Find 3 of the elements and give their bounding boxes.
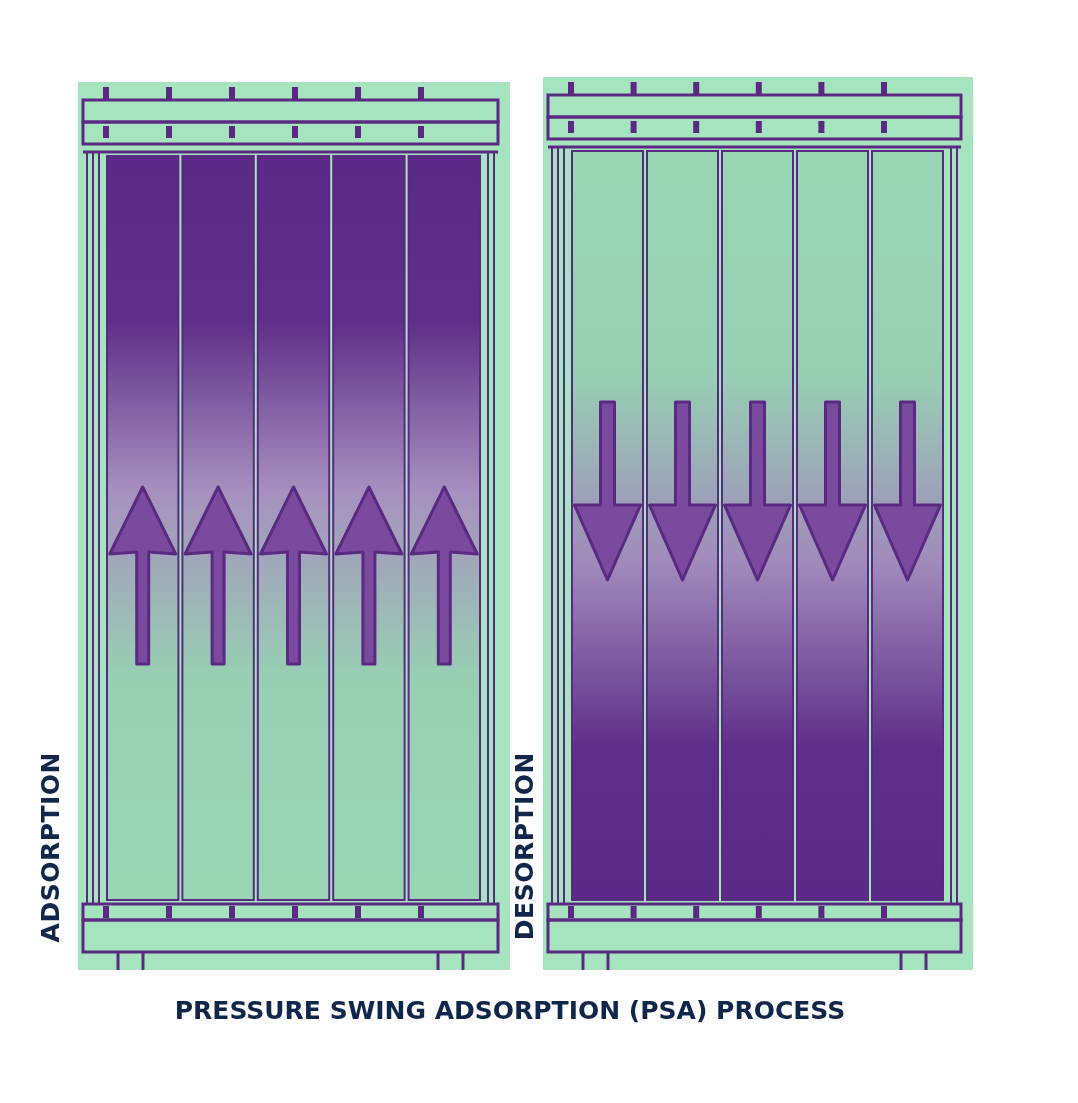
vertical-label: ADSORPTION (36, 752, 66, 943)
caption: PRESSURE SWING ADSORPTION (PSA) PROCESS (173, 996, 847, 1025)
vertical-label: DESORPTION (510, 752, 540, 941)
